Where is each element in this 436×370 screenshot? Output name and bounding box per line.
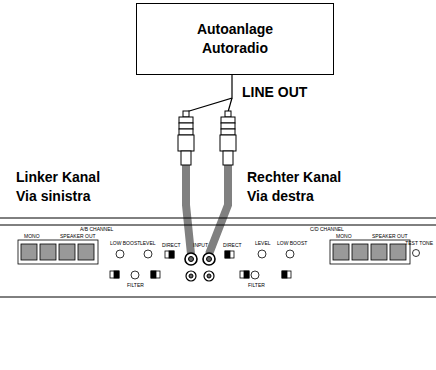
panel-edge xyxy=(0,225,436,226)
panel-label: SPEAKER OUT xyxy=(60,234,96,240)
rca-plug xyxy=(178,111,194,165)
panel-label: DIRECT xyxy=(162,243,181,249)
switch xyxy=(110,251,291,278)
panel-label: LEVEL xyxy=(255,241,271,247)
panel-label: FILTER xyxy=(248,283,265,289)
panel-label: LOW BOOST xyxy=(110,241,140,247)
knob xyxy=(116,250,420,280)
panel-label: MONO xyxy=(336,234,352,240)
input-jack xyxy=(185,253,215,281)
panel-label: MONO xyxy=(24,234,40,240)
device-box: Autoanlage Autoradio xyxy=(136,3,334,75)
panel-label: INPUT xyxy=(193,243,208,249)
panel-label: DIRECT xyxy=(223,243,242,249)
channel-label: Via destra xyxy=(247,189,314,204)
panel-label: LOW BOOST xyxy=(277,241,307,247)
panel-label: SPEAKER OUT xyxy=(372,234,408,240)
wire xyxy=(186,75,232,112)
panel-edge xyxy=(0,218,436,219)
speaker-terminal xyxy=(18,240,410,264)
rca-plug xyxy=(220,111,236,165)
panel-label: LEVEL xyxy=(140,241,156,247)
wire xyxy=(228,98,232,112)
box-label: Autoanlage Autoradio xyxy=(179,20,291,58)
channel-label: Linker Kanal xyxy=(16,170,100,185)
panel-label: C/D CHANNEL xyxy=(310,227,344,233)
panel-edge xyxy=(0,297,436,298)
cable xyxy=(209,165,228,254)
panel-label: FILTER xyxy=(127,283,144,289)
panel-label: TEST TONE xyxy=(405,241,433,247)
panel-label: A/B CHANNEL xyxy=(80,227,113,233)
channel-label: Rechter Kanal xyxy=(247,170,341,185)
cable xyxy=(186,165,191,254)
signal-name: LINE OUT xyxy=(242,85,307,100)
channel-label: Via sinistra xyxy=(16,189,90,204)
